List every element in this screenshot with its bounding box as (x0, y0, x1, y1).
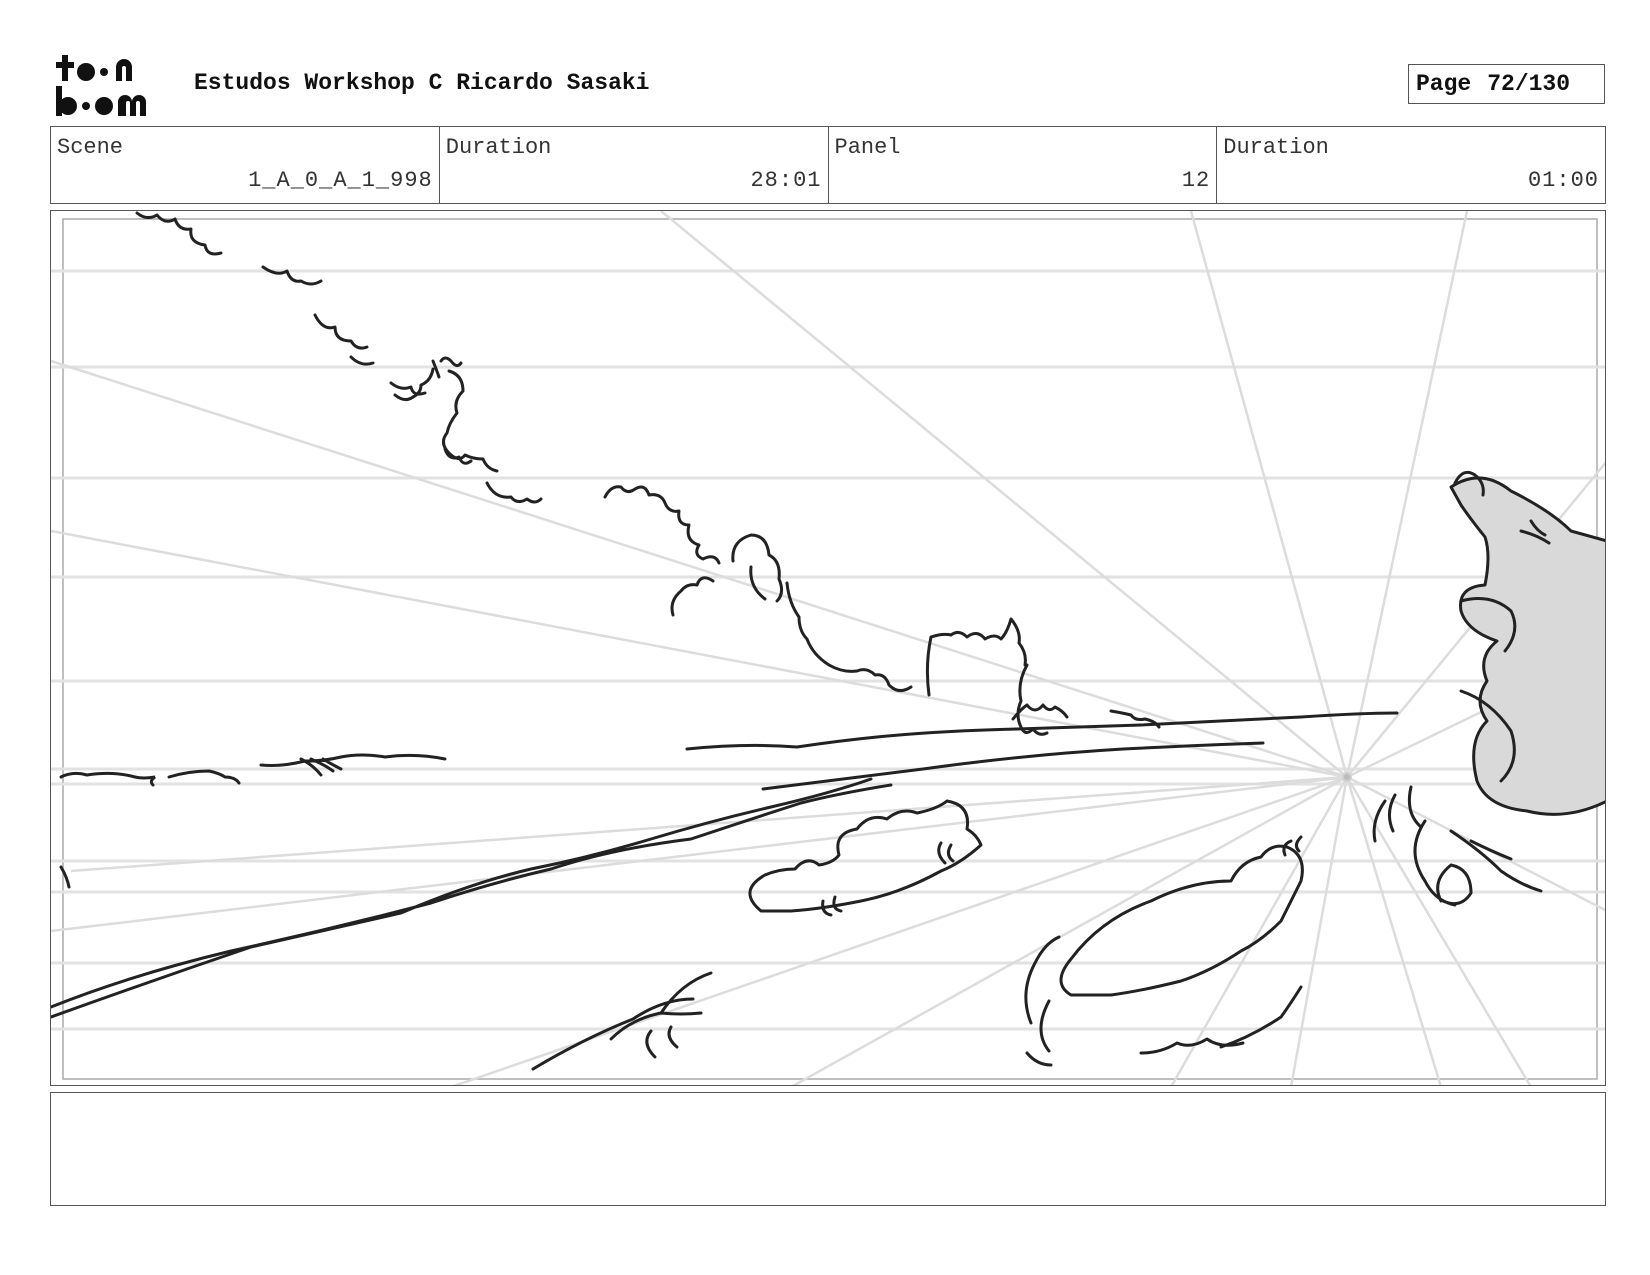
panel-cell: Panel 12 (829, 127, 1218, 203)
page-number: 72/130 (1487, 71, 1571, 97)
storyboard-panel (50, 210, 1606, 1086)
panel-label: Panel (834, 135, 901, 160)
panel-sketch (51, 211, 1605, 1085)
safe-frame (62, 218, 1598, 1080)
panel-value: 12 (1181, 168, 1211, 193)
page-label: Page (1416, 71, 1472, 97)
perspective-guides (51, 211, 1605, 1085)
duration-label: Duration (445, 135, 552, 160)
cloud-sketch (135, 211, 1161, 736)
creature-sketch (531, 785, 1543, 1071)
terrain-sketch (51, 711, 1399, 1019)
panel-duration-cell: Duration 01:00 (1217, 127, 1605, 203)
scene-label: Scene (57, 135, 124, 160)
toon-boom-logo (56, 55, 146, 116)
page-indicator: Page 72/130 (1408, 64, 1605, 104)
panel-notes-box (50, 1092, 1606, 1206)
scene-info-row: Scene 1_A_0_A_1_998 Duration 28:01 Panel… (50, 126, 1606, 204)
character-sketch (1449, 470, 1605, 816)
panel-duration-value: 01:00 (1527, 168, 1599, 193)
duration-value: 28:01 (750, 168, 822, 193)
scene-cell: Scene 1_A_0_A_1_998 (51, 127, 440, 203)
panel-duration-label: Duration (1223, 135, 1329, 160)
scene-duration-cell: Duration 28:01 (440, 127, 829, 203)
vanishing-point (1342, 772, 1352, 782)
scene-value: 1_A_0_A_1_998 (248, 168, 433, 193)
document-title: Estudos Workshop C Ricardo Sasaki (194, 70, 650, 96)
